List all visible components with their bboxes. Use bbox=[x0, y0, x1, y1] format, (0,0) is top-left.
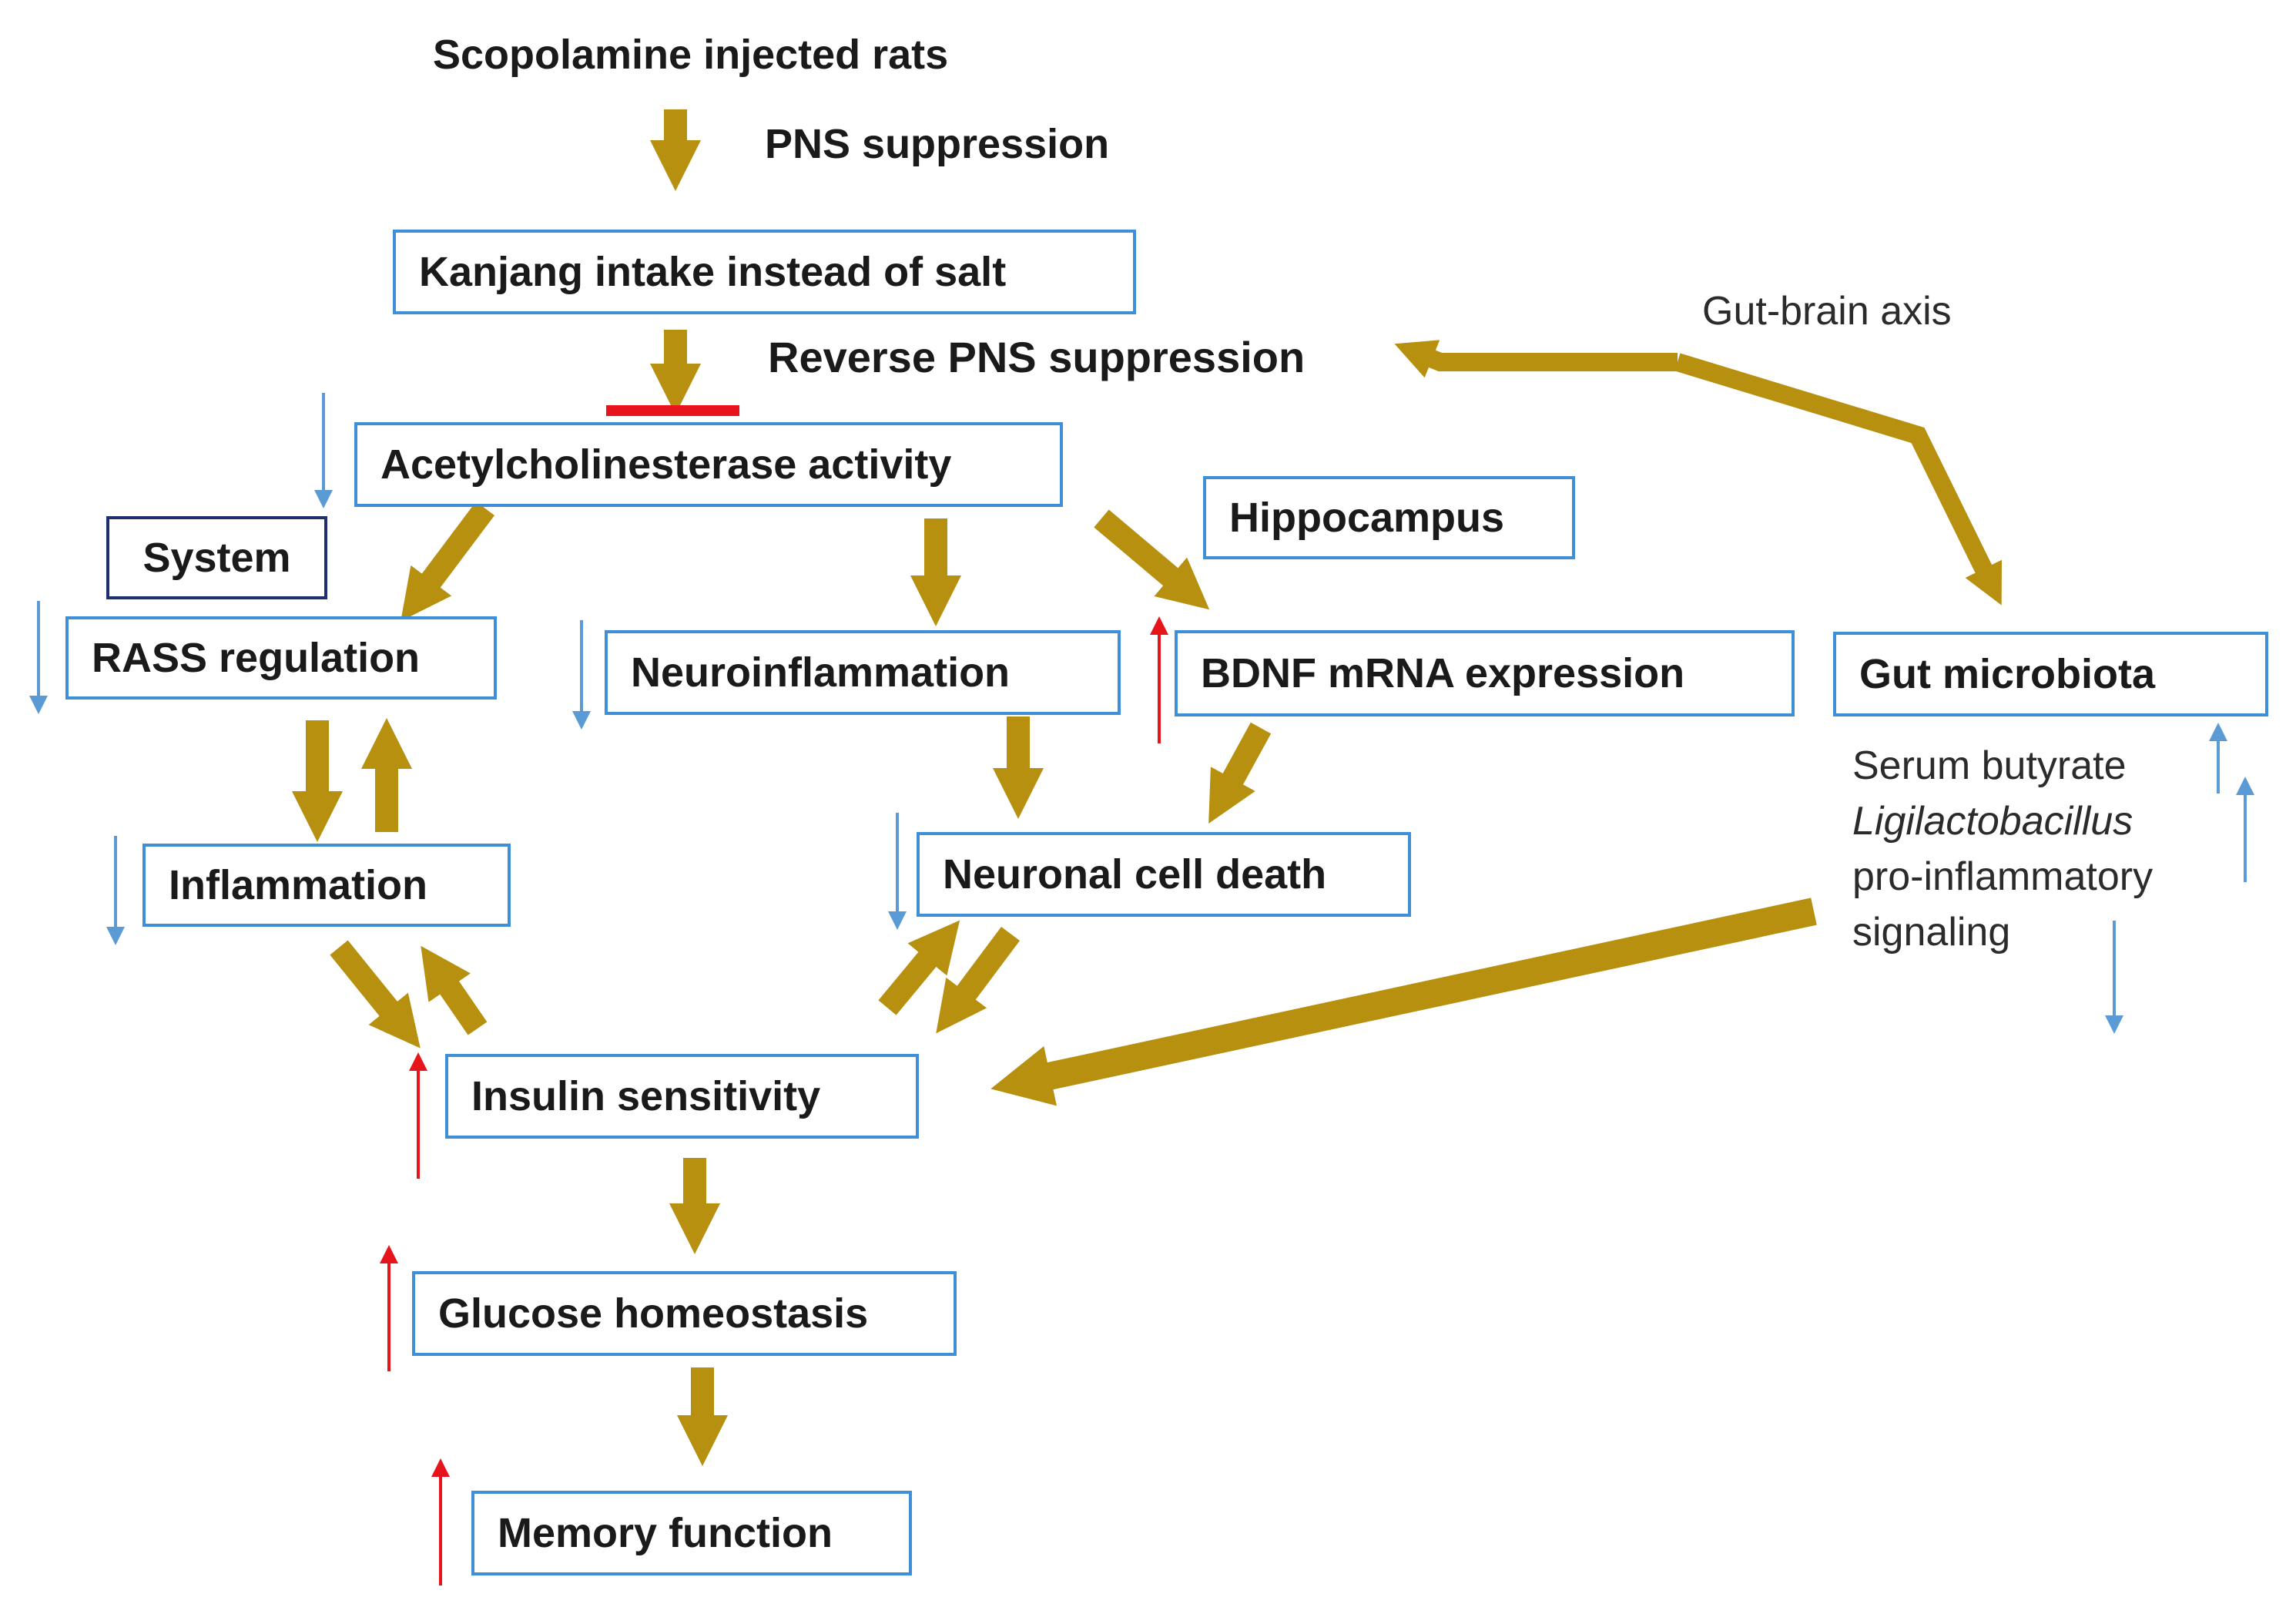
ache-box: Acetylcholinesterase activity bbox=[354, 422, 1063, 507]
gut-microbiota-box: Gut microbiota bbox=[1833, 632, 2268, 716]
bdnf-box: BDNF mRNA expression bbox=[1175, 630, 1795, 716]
signaling-label: signaling bbox=[1852, 910, 2011, 955]
arrow-bdnf-to-neuronal-death bbox=[1208, 722, 1272, 824]
serum-butyrate-label: Serum butyrate bbox=[1852, 743, 2127, 788]
glucose-box: Glucose homeostasis bbox=[412, 1271, 957, 1356]
arrow-gut-to-insulin bbox=[990, 898, 1817, 1106]
kanjang-box: Kanjang intake instead of salt bbox=[393, 230, 1136, 314]
system-box: System bbox=[106, 516, 327, 599]
arrow-ache-to-bdnf bbox=[1094, 509, 1210, 610]
gut-brain-axis-label: Gut-brain axis bbox=[1702, 289, 1952, 334]
ligilactobacillus-label: Ligilactobacillus bbox=[1852, 799, 2133, 844]
arrow-inflammation-to-insulin bbox=[330, 940, 421, 1049]
pns-suppression-label: PNS suppression bbox=[765, 121, 1110, 167]
arrow-gut-brain-axis-to-gut bbox=[1674, 353, 2003, 606]
arrow-gut-brain-axis-to-pns bbox=[1394, 340, 1678, 378]
reverse-pns-label: Reverse PNS suppression bbox=[768, 333, 1306, 381]
neuroinflammation-box: Neuroinflammation bbox=[605, 630, 1121, 715]
arrow-insulin-to-neuronal-death bbox=[878, 920, 960, 1015]
arrow-ache-to-rass bbox=[401, 502, 494, 622]
model-label: Scopolamine injected rats bbox=[433, 32, 949, 78]
arrow-insulin-to-inflammation bbox=[421, 945, 488, 1035]
insulin-box: Insulin sensitivity bbox=[445, 1054, 919, 1139]
hippocampus-box: Hippocampus bbox=[1203, 476, 1575, 559]
inflammation-box: Inflammation bbox=[142, 844, 511, 927]
neuronal-death-box: Neuronal cell death bbox=[917, 832, 1411, 917]
arrow-neuronal-death-to-insulin bbox=[936, 927, 1021, 1034]
memory-box: Memory function bbox=[471, 1491, 912, 1575]
rass-box: RASS regulation bbox=[65, 616, 497, 700]
pro-inflammatory-label: pro-inflammatory bbox=[1852, 854, 2154, 899]
